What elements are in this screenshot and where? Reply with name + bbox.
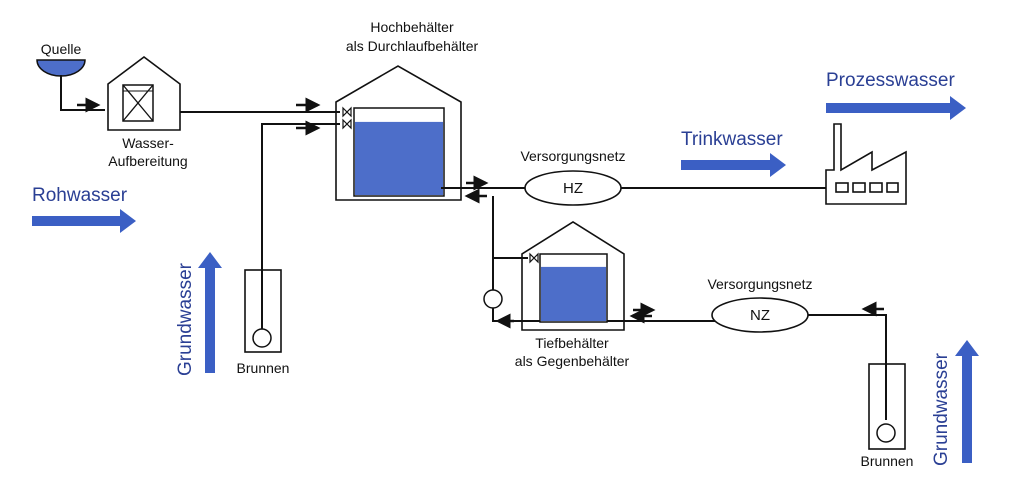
flow-arrow-prozesswasser	[826, 96, 966, 120]
tiefbehaelter-label-1: Tiefbehälter	[535, 335, 609, 351]
pump-icon	[483, 289, 503, 309]
prozesswasser-label: Prozesswasser	[826, 70, 955, 91]
flow-arrow-trinkwasser	[681, 153, 786, 177]
flow-arrow-grundwasser-left	[198, 252, 222, 373]
flow-arrow-grundwasser-right	[955, 340, 979, 463]
grundwasser-right-label: Grundwasser	[931, 352, 952, 466]
nz-label: NZ	[750, 307, 770, 324]
hochbehaelter-house: Hochbehälter als Durchlaufbehälter	[335, 19, 479, 201]
treatment-label-2: Aufbereitung	[108, 153, 187, 169]
rohwasser-label: Rohwasser	[32, 185, 128, 206]
well-left: Brunnen	[237, 269, 290, 376]
tiefbehaelter-water-level	[541, 266, 606, 321]
treatment-label-1: Wasser-	[122, 135, 174, 151]
network-hz: HZ Versorgungsnetz	[520, 148, 626, 206]
flow-arrow-rohwasser	[32, 209, 136, 233]
quelle-label: Quelle	[41, 41, 82, 57]
water-treatment-house: Wasser- Aufbereitung	[107, 56, 188, 169]
network-nz: NZ Versorgungsnetz	[707, 276, 813, 333]
tiefbehaelter-label-2: als Gegenbehälter	[515, 353, 630, 369]
pipe-well-left	[261, 123, 340, 330]
spring-quelle: Quelle	[36, 41, 86, 77]
grundwasser-left-label: Grundwasser	[175, 262, 196, 376]
pipe-branch-tiefbehaelter	[492, 196, 528, 259]
valve-icon	[342, 106, 352, 118]
well-right: Brunnen	[861, 363, 914, 469]
tiefbehaelter-house: Tiefbehälter als Gegenbehälter	[515, 221, 630, 369]
hochbehaelter-label-2: als Durchlaufbehälter	[346, 38, 479, 54]
factory-icon	[825, 123, 907, 205]
pipe-nz-well	[808, 314, 887, 420]
brunnen-left-label: Brunnen	[237, 360, 290, 376]
trinkwasser-label: Trinkwasser	[681, 129, 783, 150]
versorgungsnetz-hz-label: Versorgungsnetz	[520, 148, 625, 164]
valve-icon	[342, 118, 352, 130]
hochbehaelter-label-1: Hochbehälter	[370, 19, 454, 35]
hochbehaelter-water-level	[355, 121, 443, 195]
hz-label: HZ	[563, 180, 583, 197]
brunnen-right-label: Brunnen	[861, 453, 914, 469]
valve-icon	[529, 252, 539, 264]
versorgungsnetz-nz-label: Versorgungsnetz	[707, 276, 812, 292]
